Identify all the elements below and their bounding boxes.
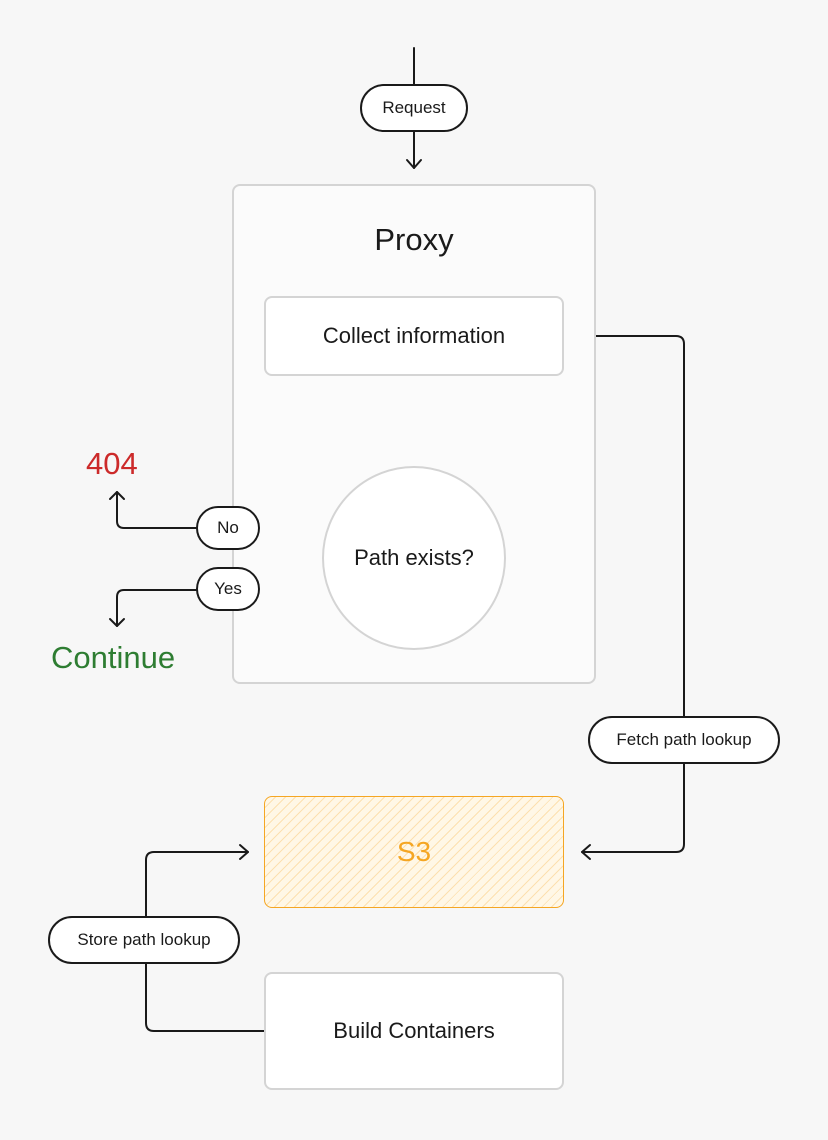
no-label: No xyxy=(217,518,239,537)
store-line-bottom xyxy=(145,963,265,1032)
yes-to-continue-line xyxy=(116,589,197,627)
no-label-pill: No xyxy=(196,506,260,550)
fetch-line-top xyxy=(565,335,685,717)
s3-label: S3 xyxy=(396,836,432,867)
request-arrowhead xyxy=(406,159,422,169)
request-label: Request xyxy=(382,98,446,117)
store-path-lookup-pill: Store path lookup xyxy=(48,916,240,964)
continue-outcome: Continue xyxy=(51,640,176,675)
collect-information-label: Collect information xyxy=(322,323,506,348)
yes-arrowhead xyxy=(109,618,125,627)
fetch-path-lookup-pill: Fetch path lookup xyxy=(588,716,780,764)
yes-label-pill: Yes xyxy=(196,567,260,611)
fetch-arrowhead xyxy=(581,844,591,860)
store-path-lookup-label: Store path lookup xyxy=(77,930,211,949)
fetch-line-bottom xyxy=(581,763,685,853)
build-containers-label: Build Containers xyxy=(333,1018,495,1043)
store-line-top xyxy=(145,851,249,917)
store-arrowhead xyxy=(239,844,249,860)
fetch-path-lookup-label: Fetch path lookup xyxy=(616,730,752,749)
request-label-pill: Request xyxy=(360,84,468,132)
yes-label: Yes xyxy=(214,579,242,598)
s3-storage-node: S3 xyxy=(264,796,564,908)
no-arrowhead xyxy=(109,491,125,500)
build-containers-node: Build Containers xyxy=(264,972,564,1090)
path-exists-decision-node: Path exists? xyxy=(322,466,506,650)
no-to-404-line xyxy=(116,491,197,529)
proxy-title: Proxy xyxy=(374,222,454,257)
not-found-outcome: 404 xyxy=(86,446,138,481)
collect-information-node: Collect information xyxy=(264,296,564,376)
path-exists-label: Path exists? xyxy=(354,545,474,570)
